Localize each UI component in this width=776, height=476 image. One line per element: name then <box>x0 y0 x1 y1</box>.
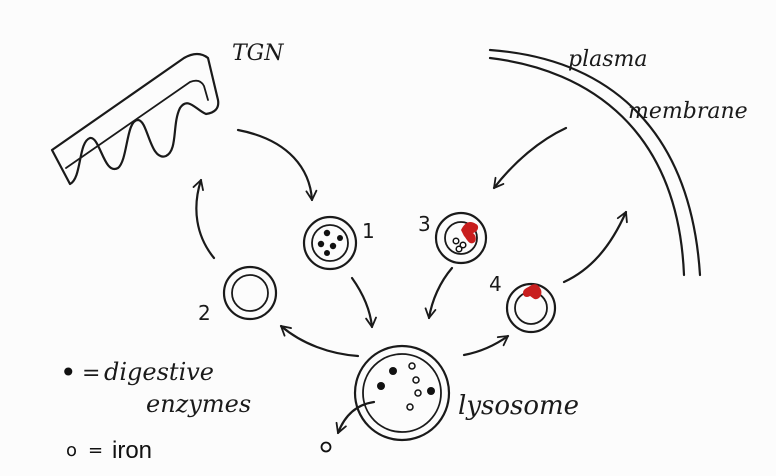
arrow-lysosome-to-vesicle2 <box>279 324 360 358</box>
iron-particle <box>459 241 467 249</box>
arrow-iron-release <box>335 400 376 435</box>
membrane-label: membrane <box>628 99 748 124</box>
enzyme-dot <box>427 387 435 395</box>
legend-enzyme-equals: = <box>82 361 100 386</box>
open-circle-icon: o <box>66 440 77 461</box>
vesicle-1 <box>302 215 358 271</box>
plasma-label: plasma <box>568 47 648 72</box>
label-4: 4 <box>489 272 502 296</box>
enzyme-dot <box>389 367 397 375</box>
legend-enzyme-text-1: digestive <box>104 358 214 386</box>
legend: • = digestive enzymes o = iron <box>60 356 251 464</box>
tgn-golgi-shape <box>50 52 220 186</box>
arrow-vesicle3-to-lysosome <box>424 266 454 320</box>
plasma-membrane-shape <box>488 48 702 277</box>
arrows <box>192 126 628 435</box>
arrow-vesicle1-to-lysosome <box>350 276 377 329</box>
red-transferrin-receptor-icon <box>461 222 479 244</box>
legend-iron-equals: = <box>88 440 103 461</box>
vesicle-4 <box>505 282 557 334</box>
vesicle-2 <box>222 265 278 321</box>
vesicle-3 <box>434 211 488 265</box>
enzyme-dot <box>329 242 337 250</box>
tgn-label: TGN <box>232 41 284 66</box>
enzyme-dot <box>377 382 385 390</box>
iron-particle <box>408 362 416 370</box>
arrow-membrane-to-vesicle3 <box>492 126 568 190</box>
lysosome-label: lysosome <box>458 391 579 421</box>
legend-iron-text: iron <box>112 437 152 464</box>
arrow-vesicle4-to-membrane <box>562 210 628 284</box>
enzyme-dot <box>323 229 331 237</box>
iron-particle <box>414 389 422 397</box>
released-iron-particle <box>320 441 332 453</box>
red-transferrin-receptor-icon <box>523 284 542 300</box>
arrow-vesicle2-to-tgn <box>192 178 216 260</box>
arrow-tgn-to-vesicle1 <box>236 128 318 202</box>
enzyme-dot <box>317 240 325 248</box>
label-1: 1 <box>362 219 375 243</box>
label-2: 2 <box>198 301 211 325</box>
iron-particle <box>455 245 463 253</box>
legend-enzyme-text-2: enzymes <box>146 390 251 418</box>
iron-particle <box>452 237 460 245</box>
enzyme-dot <box>324 250 330 256</box>
arrow-lysosome-to-vesicle4 <box>462 334 510 357</box>
lysosome <box>353 344 451 442</box>
iron-particle <box>412 376 420 384</box>
enzyme-dot <box>337 235 343 241</box>
label-3: 3 <box>418 212 431 236</box>
filled-dot-icon: • <box>60 356 77 389</box>
iron-particle <box>406 403 414 411</box>
